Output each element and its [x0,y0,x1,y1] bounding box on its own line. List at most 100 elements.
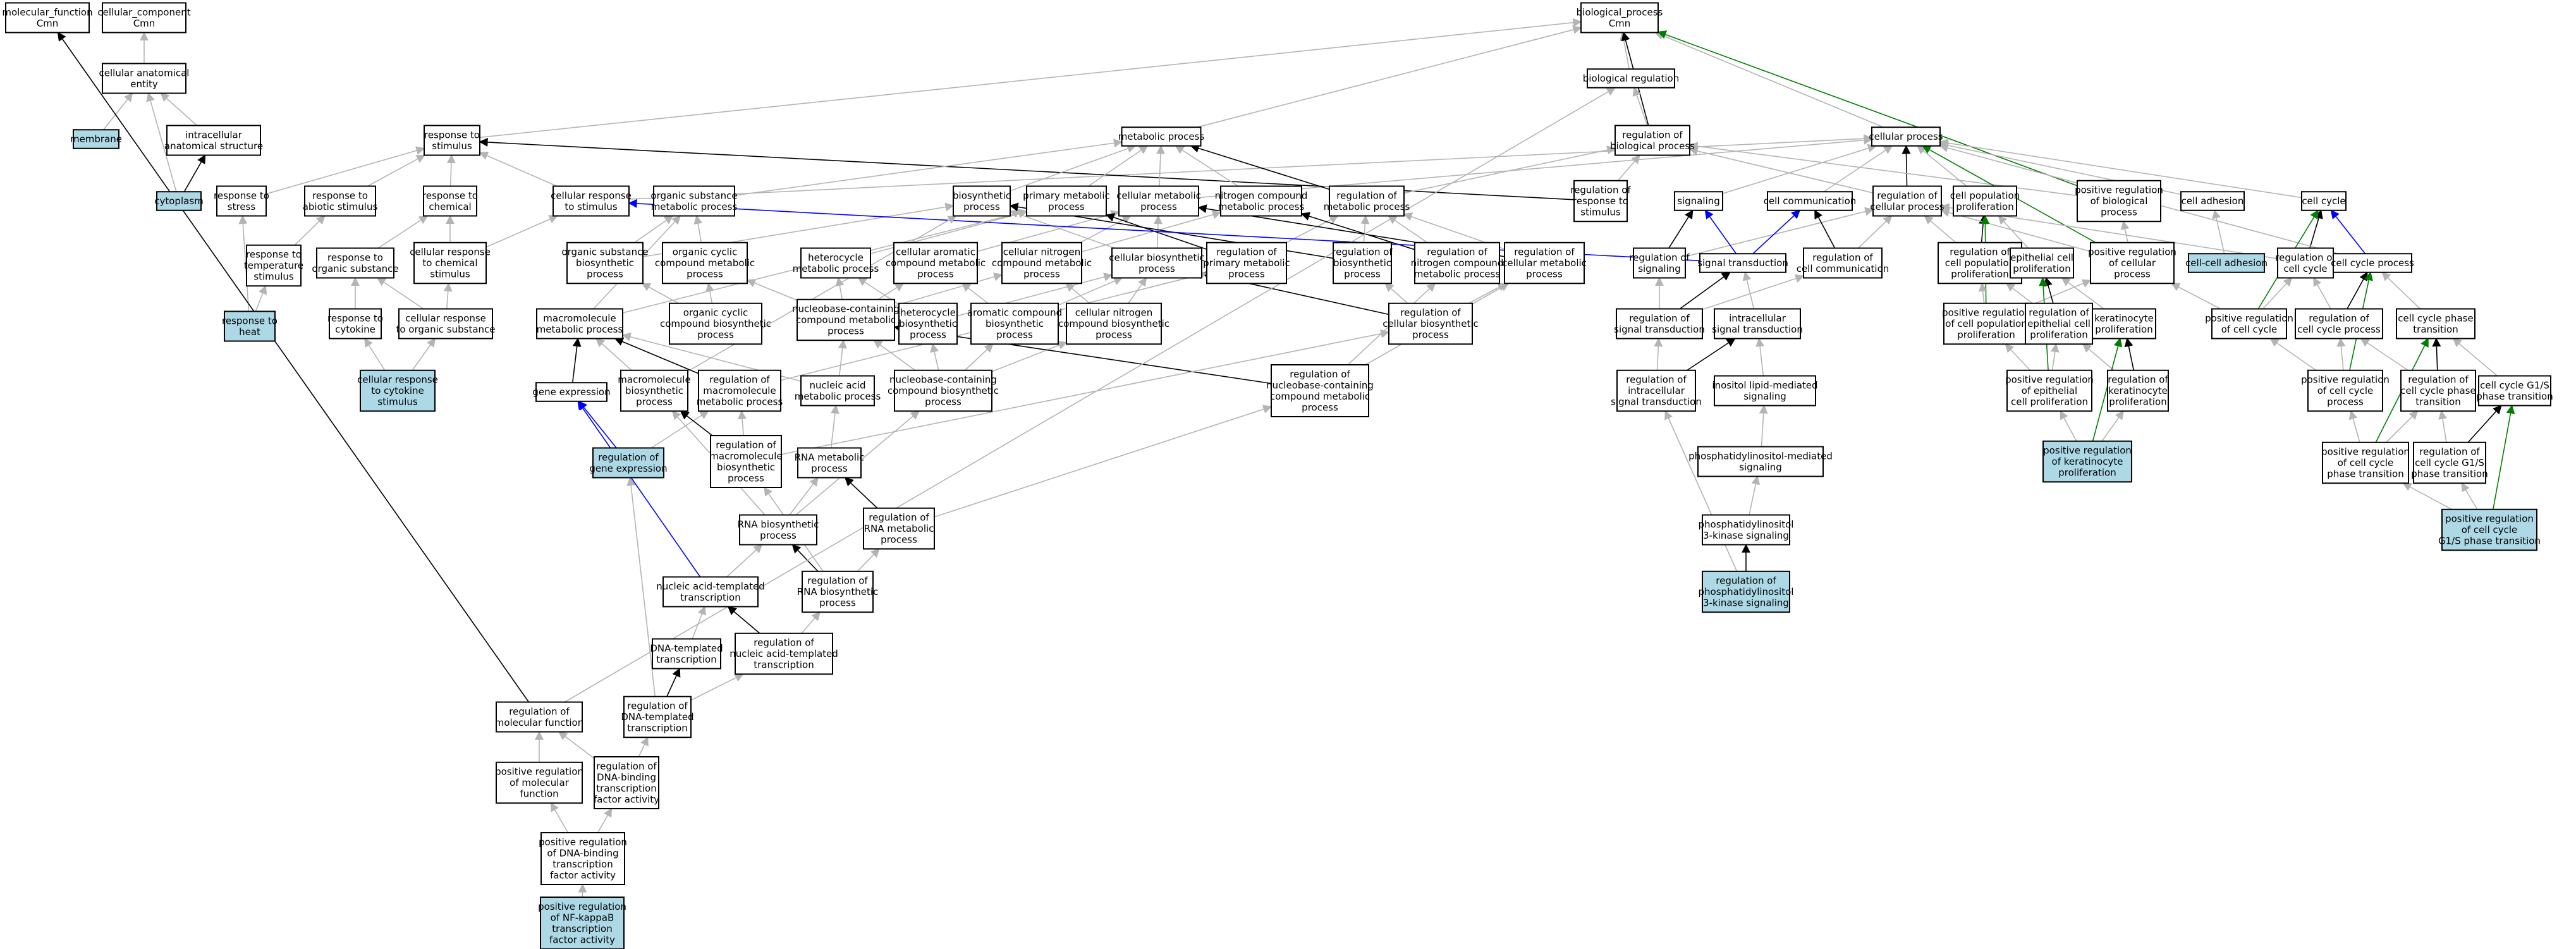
go-term-mem[interactable]: membrane [70,129,122,149]
go-term-cc2[interactable]: cell communication [1764,191,1857,211]
go-term-cyto[interactable]: cytoplasm [154,191,204,211]
go-term-breg[interactable]: biological regulation [1583,68,1679,89]
go-term-rpi3k[interactable]: regulation ofphosphatidylinositol3-kinas… [1699,570,1794,613]
go-term-rdbtf[interactable]: regulation ofDNA-bindingtranscriptionfac… [594,756,659,809]
go-term-mp[interactable]: metabolic process [1118,126,1205,147]
go-term-rncbp[interactable]: regulation ofnucleobase-containingcompou… [1266,364,1374,417]
go-term-sig[interactable]: signaling [1674,191,1723,211]
go-term-ccp[interactable]: cell cycle process [2331,253,2414,273]
go-term-st[interactable]: signal transduction [1697,253,1788,273]
go-term-ge[interactable]: gene expression [532,382,611,402]
go-term-ccyc[interactable]: cell cycle [2301,191,2347,211]
go-term-cca[interactable]: cell-cell adhesion [2185,253,2268,273]
go-term-rmbp[interactable]: regulation ofmacromoleculebiosyntheticpr… [709,435,783,488]
go-term-cadh[interactable]: cell adhesion [2180,191,2245,211]
go-term-cp[interactable]: cellular process [1869,126,1943,147]
